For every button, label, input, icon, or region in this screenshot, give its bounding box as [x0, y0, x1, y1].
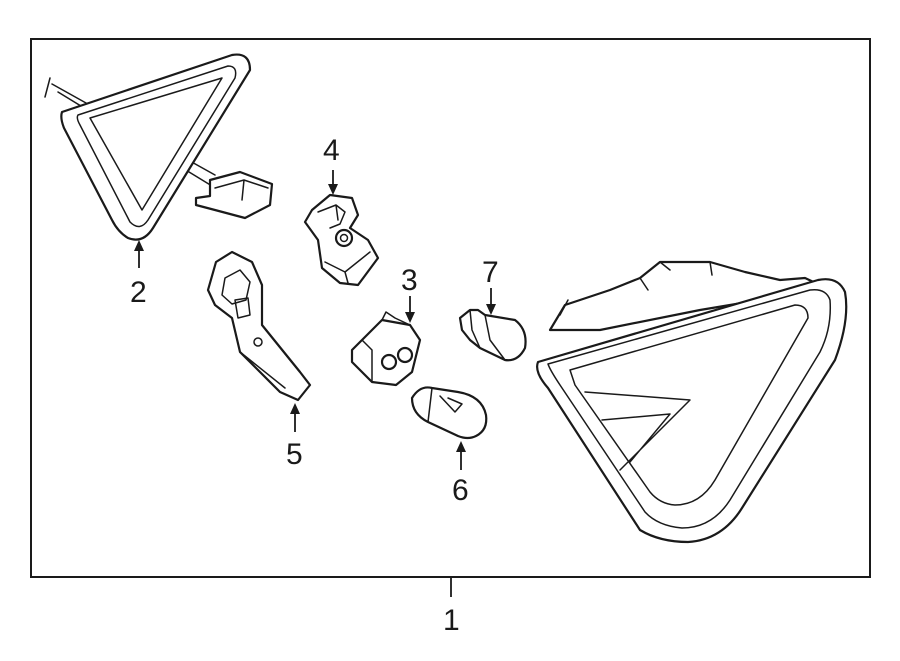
part-7-bulb — [458, 308, 527, 362]
part-2-connector — [194, 170, 274, 220]
callout-6: 6 — [452, 474, 469, 507]
part-6-bulb — [410, 386, 488, 440]
callout-5: 5 — [286, 438, 303, 471]
part-5-bracket — [206, 250, 312, 402]
part-1-lamp-assembly — [536, 260, 848, 544]
callout-1: 1 — [443, 604, 460, 637]
callout-7: 7 — [482, 256, 499, 289]
part-4-socket — [303, 193, 380, 287]
callout-3: 3 — [401, 264, 418, 297]
callout-leaders — [134, 170, 496, 597]
part-3-plate — [350, 311, 422, 387]
part-2-lens — [44, 53, 274, 241]
callout-2: 2 — [130, 276, 147, 309]
callout-4: 4 — [323, 134, 340, 167]
